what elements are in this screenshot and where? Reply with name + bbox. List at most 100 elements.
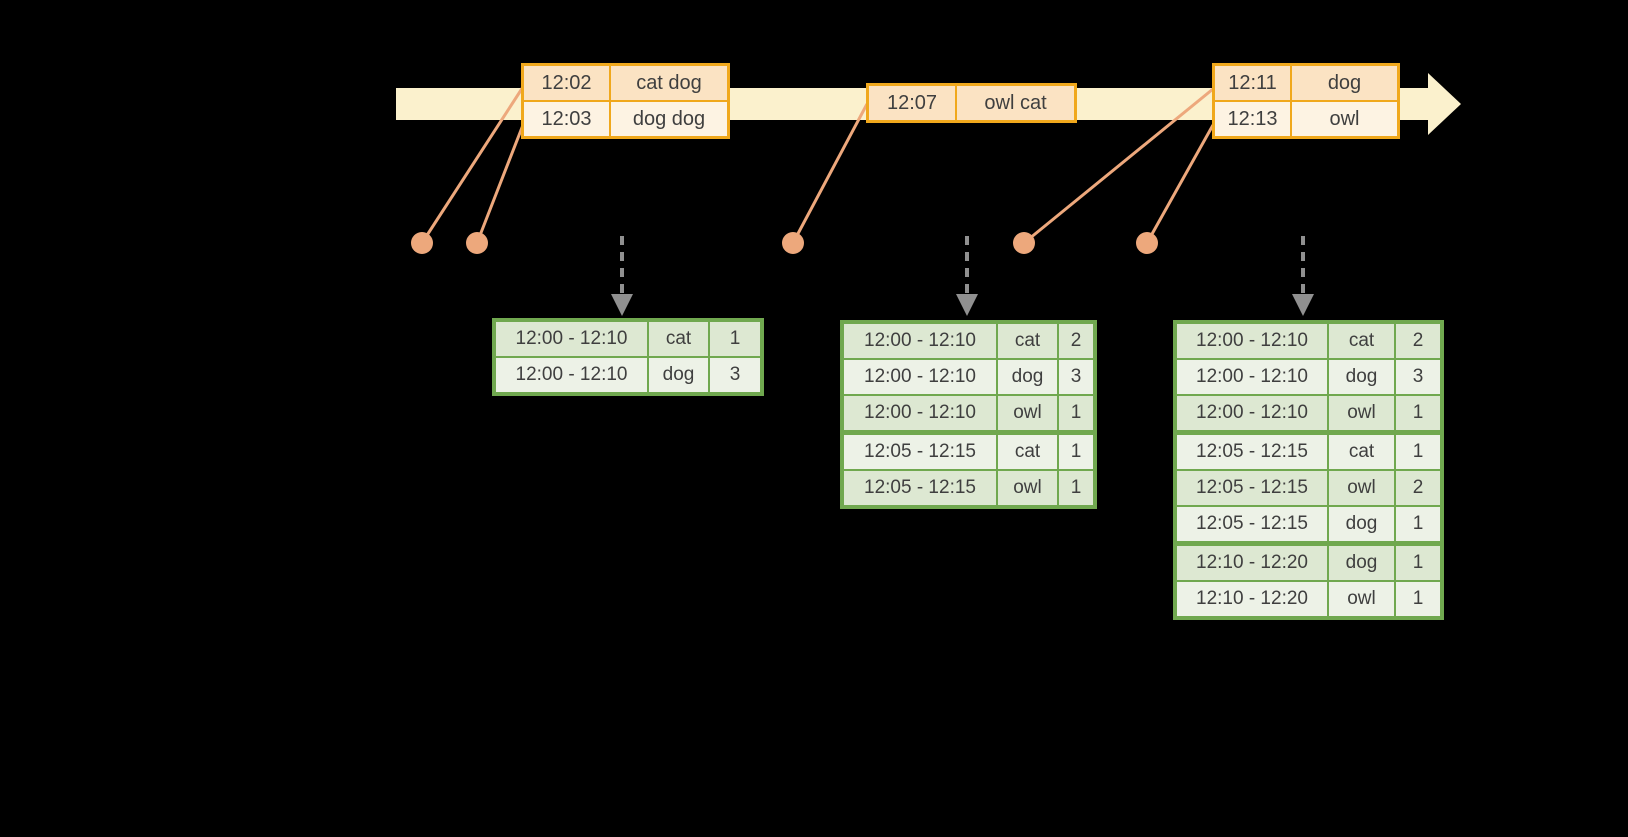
- result-row: 12:10 - 12:20 dog 1: [1177, 546, 1440, 580]
- event-row: 12:07 owl cat: [869, 86, 1074, 120]
- result-window: 12:05 - 12:15: [844, 471, 996, 505]
- event-connector-lines: [420, 86, 1215, 245]
- result-word: dog: [649, 358, 708, 392]
- result-word: cat: [1329, 435, 1394, 469]
- result-word: owl: [1329, 471, 1394, 505]
- result-table-1: 12:00 - 12:10 cat 1 12:00 - 12:10 dog 3: [492, 318, 764, 396]
- result-word: dog: [1329, 546, 1394, 580]
- result-table-2-rows: 12:00 - 12:10 cat 2 12:00 - 12:10 dog 3 …: [844, 324, 1093, 505]
- result-count: 2: [1396, 471, 1440, 505]
- result-row: 12:00 - 12:10 cat 1: [496, 322, 760, 356]
- event-words: cat dog: [611, 66, 727, 100]
- event-table-3-rows: 12:11 dog 12:13 owl: [1215, 66, 1397, 136]
- result-row: 12:00 - 12:10 cat 2: [844, 324, 1093, 358]
- result-window: 12:00 - 12:10: [844, 396, 996, 430]
- event-time: 12:07: [869, 86, 955, 120]
- event-time: 12:03: [524, 102, 609, 136]
- connector-line: [791, 103, 869, 244]
- trigger-arrowheads: [611, 294, 1314, 316]
- result-row: 12:05 - 12:15 cat 1: [844, 435, 1093, 469]
- event-time: 12:13: [1215, 102, 1290, 136]
- event-dots: [411, 232, 1158, 254]
- event-dot: [411, 232, 433, 254]
- result-window: 12:00 - 12:10: [1177, 324, 1327, 358]
- event-words: owl: [1292, 102, 1397, 136]
- result-row: 12:05 - 12:15 owl 2: [1177, 471, 1440, 505]
- result-row: 12:00 - 12:10 owl 1: [1177, 396, 1440, 430]
- event-table-2-rows: 12:07 owl cat: [869, 86, 1074, 120]
- event-table-2: 12:07 owl cat: [866, 83, 1077, 123]
- result-window: 12:00 - 12:10: [844, 324, 996, 358]
- event-table-1-rows: 12:02 cat dog 12:03 dog dog: [524, 66, 727, 136]
- result-count: 1: [1059, 396, 1093, 430]
- result-count: 1: [710, 322, 760, 356]
- result-count: 1: [1396, 507, 1440, 541]
- connector-line: [1145, 124, 1215, 244]
- event-dot: [1136, 232, 1158, 254]
- event-table-1: 12:02 cat dog 12:03 dog dog: [521, 63, 730, 139]
- result-word: owl: [1329, 396, 1394, 430]
- result-count: 2: [1396, 324, 1440, 358]
- event-words: dog: [1292, 66, 1397, 100]
- event-dot: [1013, 232, 1035, 254]
- result-word: owl: [998, 471, 1057, 505]
- result-window: 12:00 - 12:10: [496, 322, 647, 356]
- timeline-arrowhead: [1428, 73, 1461, 135]
- result-window: 12:00 - 12:10: [1177, 360, 1327, 394]
- result-count: 1: [1396, 582, 1440, 616]
- event-row: 12:03 dog dog: [524, 102, 727, 136]
- result-word: owl: [998, 396, 1057, 430]
- result-table-1-rows: 12:00 - 12:10 cat 1 12:00 - 12:10 dog 3: [496, 322, 760, 392]
- result-count: 1: [1396, 396, 1440, 430]
- result-row: 12:00 - 12:10 dog 3: [496, 358, 760, 392]
- result-word: cat: [649, 322, 708, 356]
- connector-line: [420, 86, 525, 244]
- result-window: 12:05 - 12:15: [1177, 435, 1327, 469]
- result-word: cat: [1329, 324, 1394, 358]
- result-window: 12:10 - 12:20: [1177, 546, 1327, 580]
- result-row: 12:10 - 12:20 owl 1: [1177, 582, 1440, 616]
- result-table-3: 12:00 - 12:10 cat 2 12:00 - 12:10 dog 3 …: [1173, 320, 1444, 620]
- event-dot: [782, 232, 804, 254]
- trigger-arrowhead: [1292, 294, 1314, 316]
- result-word: cat: [998, 324, 1057, 358]
- result-word: owl: [1329, 582, 1394, 616]
- result-table-2: 12:00 - 12:10 cat 2 12:00 - 12:10 dog 3 …: [840, 320, 1097, 509]
- result-word: dog: [1329, 507, 1394, 541]
- event-words: owl cat: [957, 86, 1074, 120]
- result-window: 12:00 - 12:10: [496, 358, 647, 392]
- result-window: 12:05 - 12:15: [1177, 471, 1327, 505]
- result-count: 3: [710, 358, 760, 392]
- result-count: 2: [1059, 324, 1093, 358]
- result-count: 1: [1059, 471, 1093, 505]
- event-words: dog dog: [611, 102, 727, 136]
- result-table-3-rows: 12:00 - 12:10 cat 2 12:00 - 12:10 dog 3 …: [1177, 324, 1440, 616]
- result-row: 12:00 - 12:10 dog 3: [1177, 360, 1440, 394]
- connector-line: [1023, 87, 1214, 245]
- result-window: 12:00 - 12:10: [844, 360, 996, 394]
- result-count: 1: [1396, 546, 1440, 580]
- event-row: 12:02 cat dog: [524, 66, 727, 100]
- result-window: 12:05 - 12:15: [844, 435, 996, 469]
- result-count: 3: [1396, 360, 1440, 394]
- event-row: 12:13 owl: [1215, 102, 1397, 136]
- result-row: 12:05 - 12:15 dog 1: [1177, 507, 1440, 541]
- result-count: 3: [1059, 360, 1093, 394]
- result-word: cat: [998, 435, 1057, 469]
- result-word: dog: [998, 360, 1057, 394]
- connector-line: [475, 124, 525, 244]
- result-window: 12:10 - 12:20: [1177, 582, 1327, 616]
- result-row: 12:00 - 12:10 owl 1: [844, 396, 1093, 430]
- trigger-arrow-lines: [620, 236, 1305, 294]
- result-row: 12:05 - 12:15 cat 1: [1177, 435, 1440, 469]
- result-window: 12:00 - 12:10: [1177, 396, 1327, 430]
- event-time: 12:11: [1215, 66, 1290, 100]
- result-word: dog: [1329, 360, 1394, 394]
- result-row: 12:00 - 12:10 cat 2: [1177, 324, 1440, 358]
- result-count: 1: [1396, 435, 1440, 469]
- result-window: 12:05 - 12:15: [1177, 507, 1327, 541]
- event-table-3: 12:11 dog 12:13 owl: [1212, 63, 1400, 139]
- event-dot: [466, 232, 488, 254]
- event-row: 12:11 dog: [1215, 66, 1397, 100]
